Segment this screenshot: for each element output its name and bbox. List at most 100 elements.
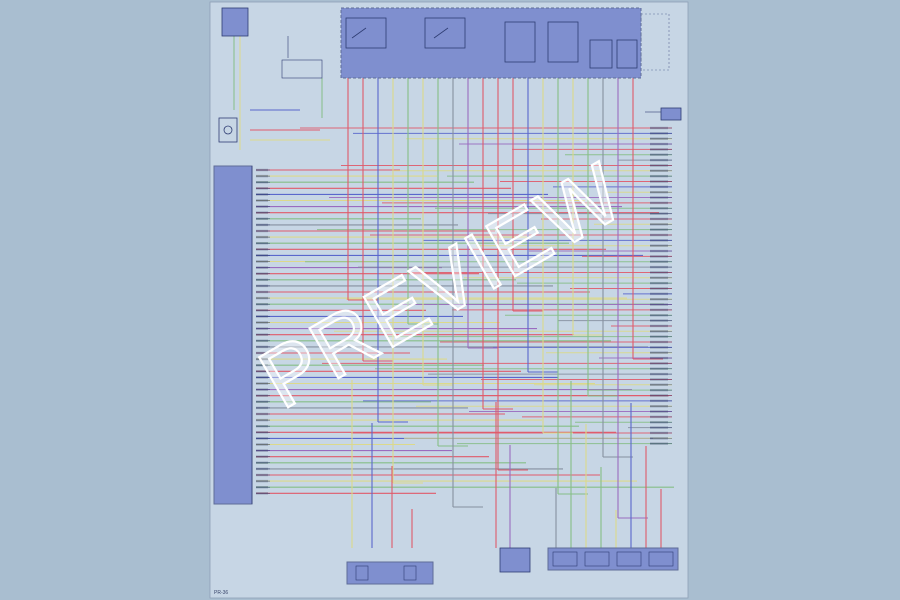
right-pin-mark [650,351,668,354]
ecm-pin-mark [256,492,268,495]
right-pin-mark [650,405,668,408]
ecm-pin-mark [256,473,268,477]
right-pin-mark [650,126,668,130]
right-pin-mark [650,383,668,386]
right-pin-mark [650,276,668,279]
right-pin-mark [650,174,668,178]
ecm-pin-mark [256,351,268,355]
right-pin-mark [650,356,668,360]
ecm-pin-mark [256,168,268,172]
right-pin-mark [650,201,668,205]
horizontal-wires [256,127,674,494]
right-pin-mark [650,158,668,162]
ecm-pin-mark [256,290,268,294]
ecm-pin-labels [256,168,268,495]
ecm-pin-mark [256,223,268,227]
ecm-pin-mark [256,443,268,446]
sensor-box-icon [221,7,323,79]
right-pin-mark [650,185,668,189]
right-pin-mark [650,228,668,231]
right-pin-mark [650,415,668,419]
right-pin-mark [650,191,668,194]
ecm-pin-mark [256,394,268,397]
ecm-pin-mark [256,412,268,416]
ecm-pin-mark [256,376,268,379]
right-pin-mark [650,314,668,317]
ecm-pin-mark [256,229,268,233]
ecm-pin-mark [256,205,268,208]
ecm-pin-mark [256,467,268,471]
ecm-pin-mark [256,181,268,184]
right-pin-mark [650,388,668,392]
right-pin-mark [650,426,668,429]
ecm-pin-mark [256,461,268,464]
right-pin-mark [650,340,668,344]
right-pin-mark [650,244,668,247]
ecm-pin-mark [256,455,268,458]
ecm-pin-mark [256,339,268,342]
right-pin-mark [650,265,668,269]
ecm-pin-mark [256,217,268,220]
dual-connector-icon [346,561,434,585]
right-pin-mark [650,335,668,338]
ecm-pin-mark [256,193,268,196]
right-pin-mark [650,217,668,221]
ecm-pin-mark [256,364,268,367]
ecm-pin-mark [256,418,268,422]
right-pin-mark [650,378,668,381]
right-pin-mark [650,308,668,312]
right-pin-mark [650,421,668,424]
right-pin-mark [650,372,668,376]
right-pin-mark [650,362,668,365]
right-pin-mark [650,431,668,435]
connector-icon [660,107,682,121]
fuse-relay-box-icon [340,7,642,79]
right-pin-mark [650,399,668,403]
ecm-pin-mark [256,254,268,257]
ecm-pin-mark [256,357,268,361]
right-pin-mark [650,142,668,146]
ecm-pin-mark [256,449,268,452]
quad-connector-icon [547,547,679,571]
ecm-pin-mark [256,333,268,336]
diagram-sheet [209,1,689,599]
right-pin-mark [650,233,668,237]
ecm-module-icon [213,165,253,505]
ecm-pin-mark [256,199,268,202]
right-pin-mark [650,137,668,140]
right-pin-mark [650,287,668,290]
ecm-pin-mark [256,211,268,214]
right-pin-mark [650,281,668,285]
ecm-pin-mark [256,400,268,403]
right-pin-mark [650,271,668,274]
right-pin-mark [650,239,668,242]
ecm-pin-mark [256,266,268,269]
right-pin-mark [650,169,668,172]
ecm-pin-mark [256,235,268,239]
right-pin-mark [650,212,668,215]
ecm-pin-mark [256,260,268,263]
right-pin-mark [650,330,668,333]
ecm-pin-mark [256,187,268,190]
ecm-pin-mark [256,486,268,489]
ecm-pin-mark [256,296,268,300]
ecm-pin-mark [256,309,268,312]
ecm-pin-mark [256,284,268,288]
ecm-pin-mark [256,406,268,410]
right-pin-mark [650,346,668,349]
ecm-pin-mark [256,425,268,428]
right-pin-mark [650,298,668,301]
ecm-pin-mark [256,345,268,349]
ecm-pin-mark [256,174,268,178]
fuse-panel-right [640,13,670,71]
ecm-pin-mark [256,382,268,385]
right-pin-mark [650,437,668,440]
right-pin-mark [650,260,668,263]
right-pin-mark [650,180,668,183]
ecm-pin-mark [256,479,268,483]
right-pin-mark [650,153,668,156]
ecm-pin-mark [256,437,268,440]
right-pin-mark [650,207,668,210]
right-pin-mark [650,367,668,370]
